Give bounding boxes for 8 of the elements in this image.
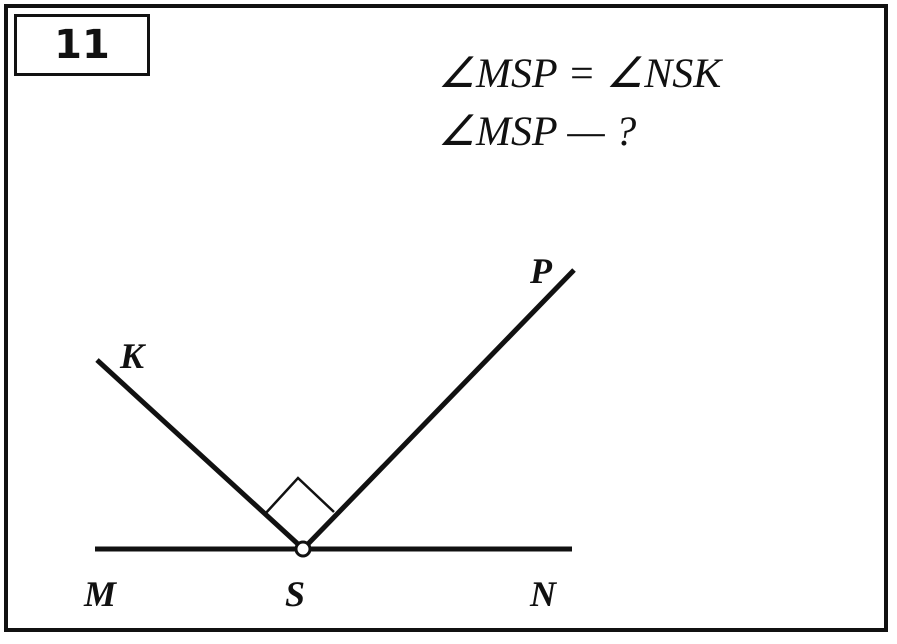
point-label: M (84, 573, 116, 615)
point-label: S (285, 573, 306, 615)
point-label: P (530, 250, 552, 292)
condition-text: ∠MSP — ? (438, 108, 636, 156)
point-label: K (120, 335, 144, 377)
condition-text: ∠MSP = ∠NSK (438, 50, 722, 98)
problem-number: 11 (54, 22, 110, 68)
point-label: N (530, 573, 556, 615)
